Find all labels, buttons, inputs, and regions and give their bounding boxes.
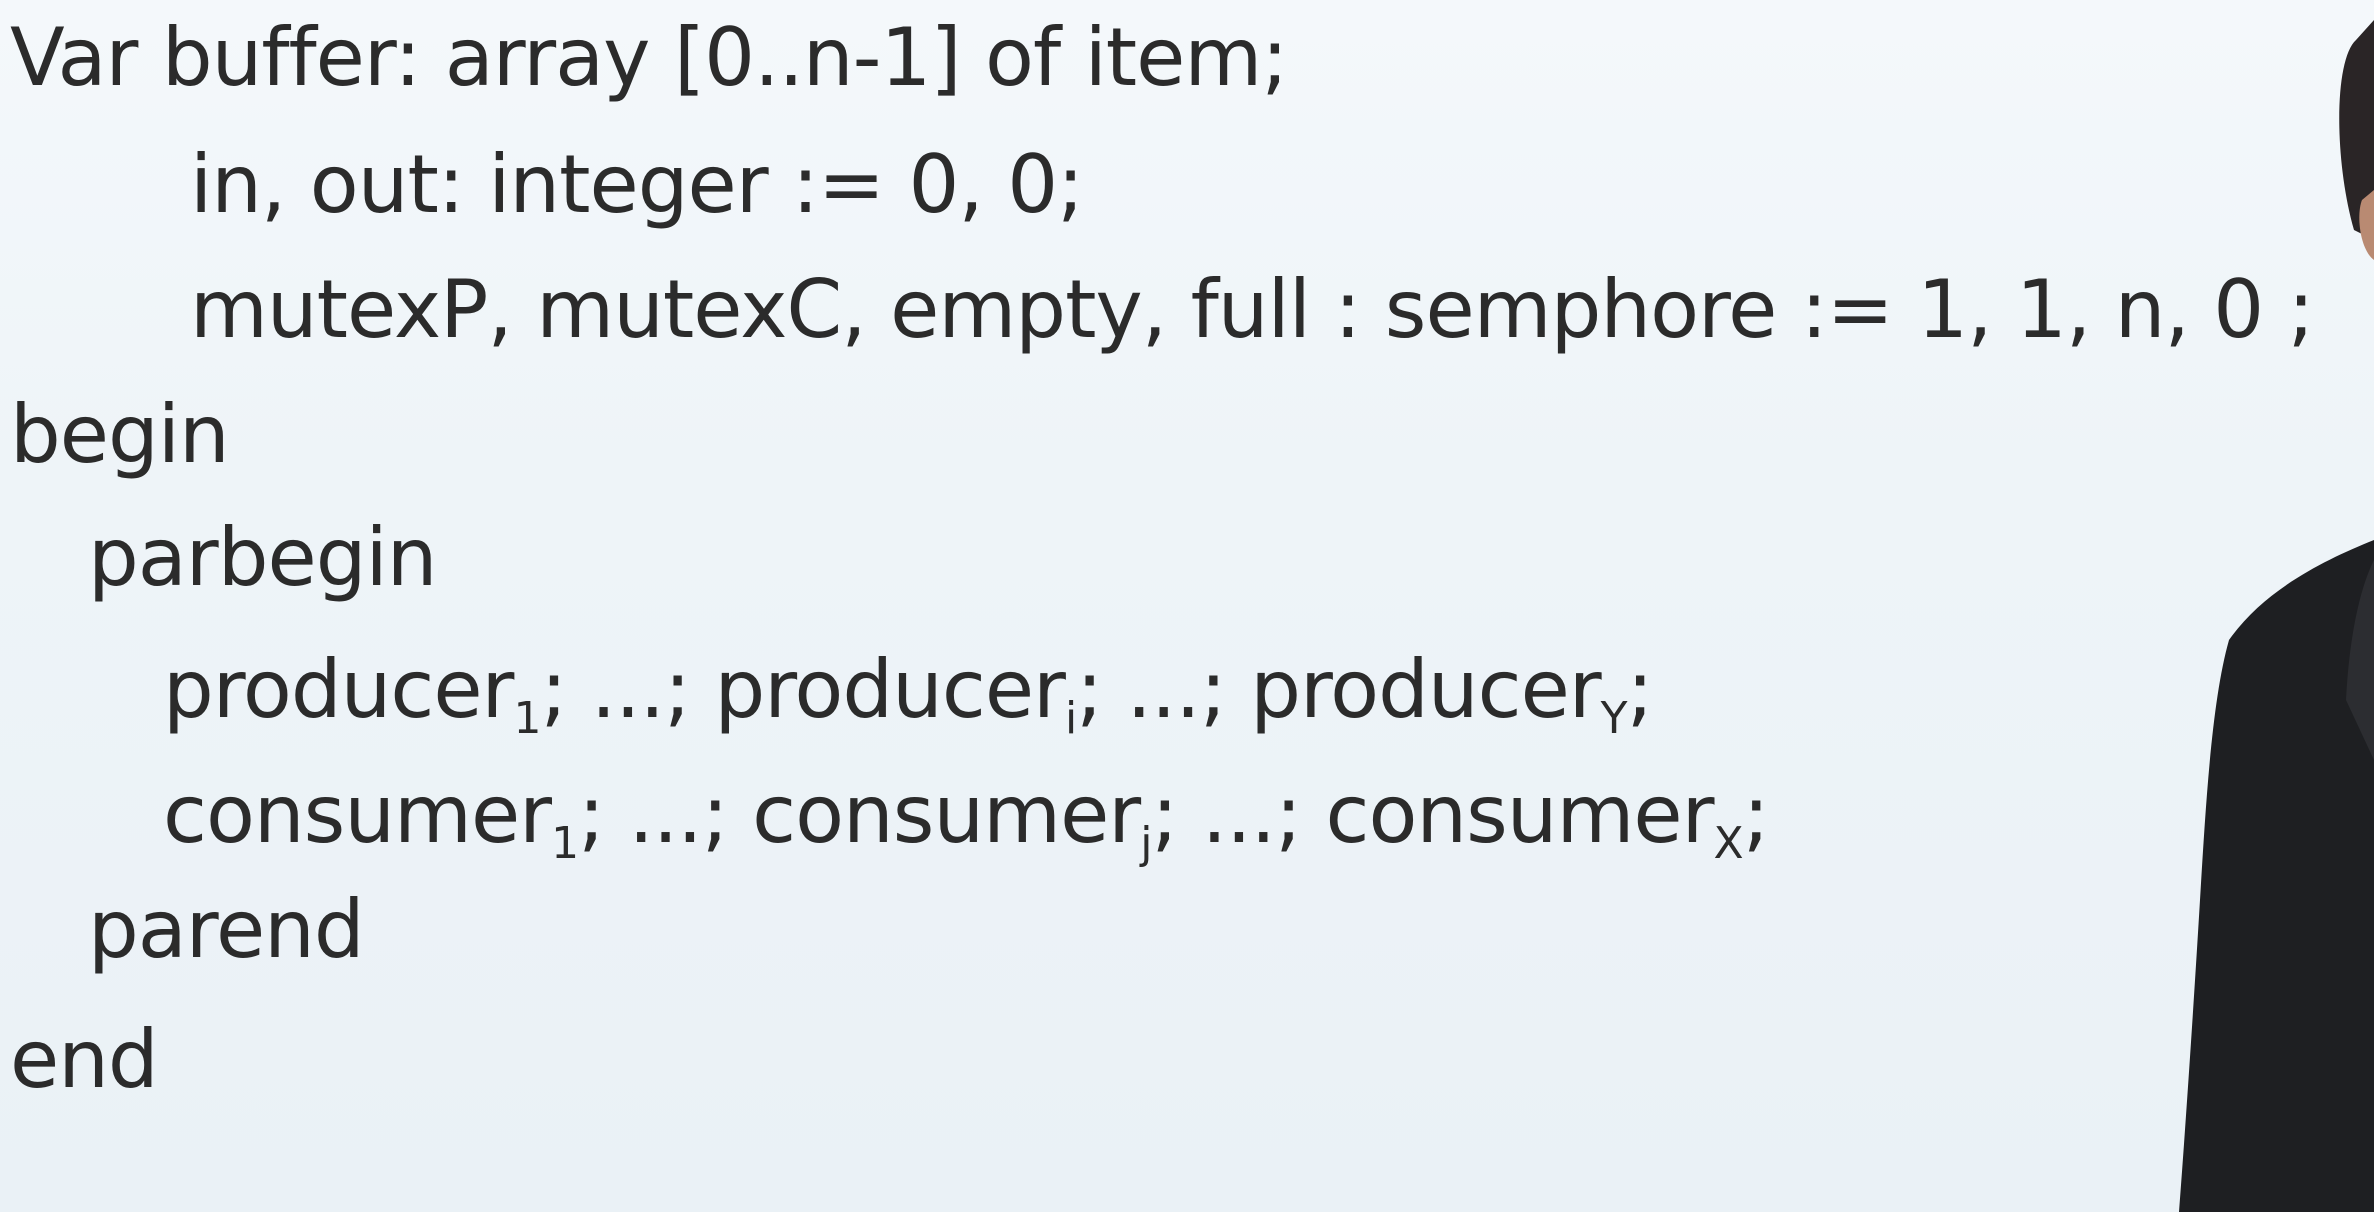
lecturer-jacket bbox=[2179, 540, 2374, 1212]
consumer-subscript-x: X bbox=[1713, 818, 1744, 869]
code-line-consumers: consumer1; ...; consumerj; ...; consumer… bbox=[163, 775, 1770, 866]
lecturer-face bbox=[2359, 190, 2374, 260]
consumer-terminator: ; bbox=[1742, 768, 1770, 861]
lecturer-silhouette bbox=[2179, 20, 2374, 1212]
producer-separator: ; ...; bbox=[1076, 643, 1251, 736]
lecturer-head bbox=[2339, 20, 2374, 240]
code-line-parbegin: parbegin bbox=[88, 511, 437, 604]
code-line-semaphores: mutexP, mutexC, empty, full : semphore :… bbox=[190, 263, 2315, 356]
producer-subscript-y: Y bbox=[1600, 693, 1628, 744]
consumer-separator: ; ...; bbox=[578, 768, 753, 861]
producer-separator: ; ...; bbox=[540, 643, 715, 736]
consumer-separator: ; ...; bbox=[1151, 768, 1326, 861]
consumer-subscript-1: 1 bbox=[551, 818, 579, 869]
producer-terminator: ; bbox=[1626, 643, 1654, 736]
code-line-in-out: in, out: integer := 0, 0; bbox=[190, 138, 1084, 231]
code-line-producers: producer1; ...; produceri; ...; producer… bbox=[163, 650, 1654, 741]
code-line-var-buffer: Var buffer: array [0..n-1] of item; bbox=[10, 11, 1288, 104]
consumer-word: consumer bbox=[752, 768, 1141, 861]
consumer-word: consumer bbox=[163, 768, 552, 861]
producer-word: producer bbox=[714, 643, 1066, 736]
producer-subscript-1: 1 bbox=[513, 693, 541, 744]
producer-word: producer bbox=[1250, 643, 1601, 736]
lecturer-lapel bbox=[2346, 560, 2374, 760]
code-line-begin: begin bbox=[10, 388, 230, 481]
producer-word: producer bbox=[163, 643, 514, 736]
code-line-parend: parend bbox=[88, 883, 365, 976]
consumer-word: consumer bbox=[1325, 768, 1714, 861]
consumer-subscript-j: j bbox=[1140, 818, 1152, 869]
code-line-end: end bbox=[10, 1013, 159, 1106]
producer-subscript-i: i bbox=[1064, 693, 1077, 744]
